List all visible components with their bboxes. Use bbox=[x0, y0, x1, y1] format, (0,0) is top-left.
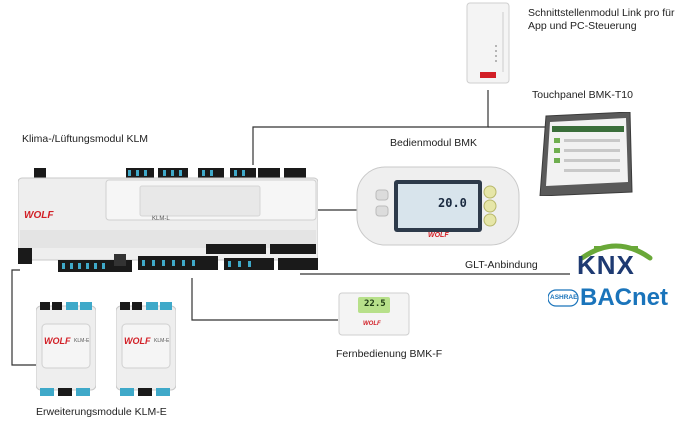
klm-controller: WOLF KLM-L bbox=[17, 166, 319, 278]
label-glt: GLT-Anbindung bbox=[465, 259, 538, 271]
klme2-model: KLM-E bbox=[154, 338, 170, 344]
wire-fern bbox=[191, 278, 338, 321]
wire-link bbox=[252, 90, 489, 165]
klm-model-label: KLM-L bbox=[152, 216, 170, 222]
label-klm: Klima-/Lüftungsmodul KLM bbox=[22, 133, 149, 145]
touchpanel-bmk-t10 bbox=[538, 111, 634, 197]
klme2-wolf-logo: WOLF bbox=[124, 336, 151, 346]
klm-wolf-logo: WOLF bbox=[24, 210, 54, 221]
label-link-line1: Schnittstellenmodul Link pro für bbox=[528, 7, 675, 19]
label-bmk: Bedienmodul BMK bbox=[390, 137, 477, 149]
label-link-line2: App und PC-Steuerung bbox=[528, 20, 637, 32]
bmk-temperature-display: 20.0 bbox=[438, 196, 467, 210]
klme1-wolf-logo: WOLF bbox=[44, 336, 71, 346]
knx-wordmark: KNX bbox=[577, 250, 635, 280]
knx-logo: KNX bbox=[574, 236, 658, 280]
label-erweiterung: Erweiterungsmodule KLM-E bbox=[36, 406, 167, 418]
fern-wolf-logo: WOLF bbox=[363, 321, 381, 327]
ashrae-mark: ASHRAE bbox=[550, 294, 578, 301]
klme-module-1: WOLF KLM-E bbox=[35, 302, 97, 398]
klme-module-2: WOLF KLM-E bbox=[115, 302, 177, 398]
wire-erw bbox=[11, 269, 40, 366]
bmk-wolf-logo: WOLF bbox=[428, 232, 449, 239]
label-fernbedienung: Fernbedienung BMK-F bbox=[336, 348, 443, 360]
bacnet-wordmark: BACnet bbox=[580, 284, 668, 311]
fernbedienung-bmk-f: 22.5 WOLF bbox=[338, 292, 410, 336]
link-pro-module bbox=[466, 2, 510, 84]
bacnet-logo: ASHRAE BACnet bbox=[547, 282, 682, 316]
label-touchpanel: Touchpanel BMK-T10 bbox=[532, 89, 633, 101]
klme1-model: KLM-E bbox=[74, 338, 90, 344]
bedienmodul-bmk: 20.0 WOLF bbox=[356, 166, 520, 246]
fern-display-value: 22.5 bbox=[364, 299, 386, 309]
